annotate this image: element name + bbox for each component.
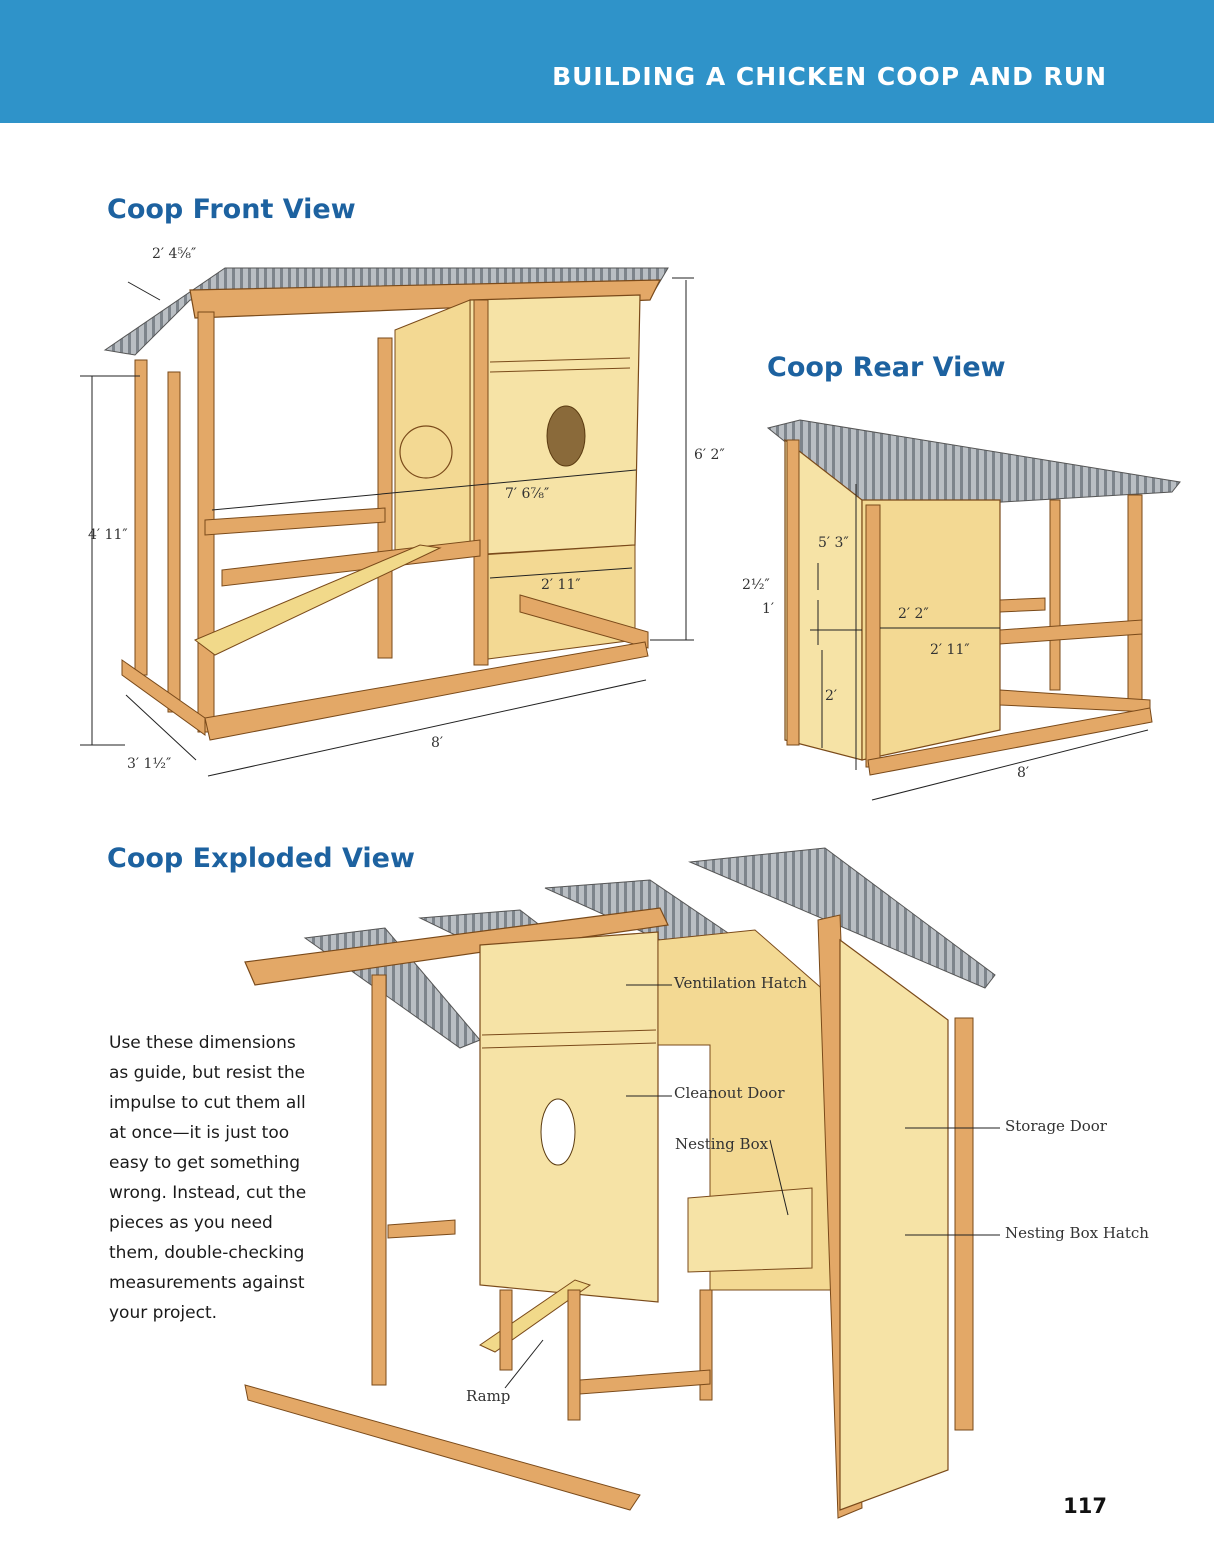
- header-banner: BUILDING A CHICKEN COOP AND RUN: [0, 0, 1214, 123]
- callout-nesting-box-hatch: Nesting Box Hatch: [1005, 1224, 1149, 1242]
- front-view-title: Coop Front View: [107, 194, 356, 225]
- callout-storage-door: Storage Door: [1005, 1117, 1107, 1135]
- dim-coop-width: 2′ 11″: [541, 577, 581, 593]
- callout-nesting-box: Nesting Box: [675, 1135, 769, 1153]
- rear-view-drawing: [766, 419, 1181, 801]
- callout-ramp: Ramp: [466, 1387, 511, 1405]
- guidance-paragraph: Use these dimensions as guide, but resis…: [109, 1033, 307, 1323]
- exploded-view-title: Coop Exploded View: [107, 843, 415, 874]
- dim-small-gap: 2¹⁄₂″: [742, 577, 770, 593]
- dim-inner-width: 7′ 6⁷⁄₈″: [505, 486, 550, 502]
- callout-ventilation-hatch: Ventilation Hatch: [674, 974, 807, 992]
- dim-lower: 2′: [825, 688, 838, 704]
- dim-depth: 3′ 1¹⁄₂″: [127, 756, 172, 772]
- front-view-drawing: [80, 267, 694, 777]
- dim-top-depth: 2′ 4⁵⁄₈″: [152, 246, 197, 262]
- dim-upper: 5′ 3″: [818, 535, 849, 551]
- dim-length: 8′: [431, 735, 444, 751]
- dim-rear-coop-width: 2′ 11″: [930, 642, 970, 658]
- dim-height-total: 6′ 2″: [694, 447, 725, 463]
- chapter-title: BUILDING A CHICKEN COOP AND RUN: [552, 62, 1107, 91]
- dim-one-ft: 1′: [762, 601, 775, 617]
- page-number: 117: [1063, 1494, 1107, 1518]
- dim-height-side: 4′ 11″: [88, 527, 128, 543]
- rear-view-title: Coop Rear View: [767, 352, 1006, 383]
- callout-cleanout-door: Cleanout Door: [674, 1084, 785, 1102]
- exploded-view-drawing: [244, 847, 1000, 1519]
- dim-rear-length: 8′: [1017, 765, 1030, 781]
- dim-hatch-width: 2′ 2″: [898, 606, 929, 622]
